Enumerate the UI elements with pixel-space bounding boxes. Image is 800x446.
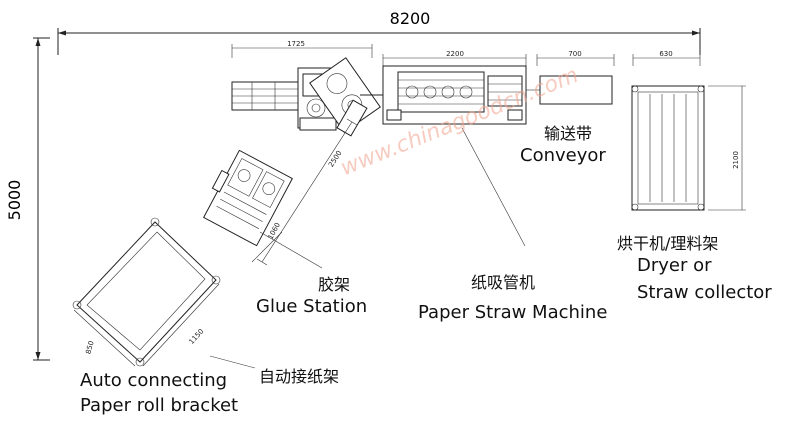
leader-lines [209,127,526,369]
bracket-label-cn: 自动接纸架 [259,367,339,386]
bracket-side-dimension: 850 [84,340,95,355]
glue-station: 1060 [202,149,294,263]
dryer-label-en-1: Dryer or [637,255,712,276]
dryer-width-dimension: 630 [659,50,672,58]
paper-straw-machine-dimension: 2200 [446,50,464,58]
bracket-label-en-2: Paper roll bracket [80,395,238,416]
conveyor: 700 [526,50,615,105]
bracket-label-en-1: Auto connecting [80,370,227,391]
total-length-label: 8200 [390,9,431,28]
dryer-length-dimension: 2100 [732,151,740,169]
paper-roll-bracket: 850 1150 [72,217,221,367]
paper-straw-label-cn: 纸吸管机 [471,273,535,292]
paper-straw-machine: 2200 [360,50,527,125]
total-length-dimension: 8200 [57,9,701,55]
glue-label-cn: 胶架 [318,275,350,294]
glue-link-dimension: 2500 [256,118,358,266]
total-width-label: 5000 [5,180,24,221]
glue-station-dimension: 1060 [267,221,282,240]
guide-section: 1725 [231,40,381,137]
total-width-dimension: 5000 [5,37,50,361]
paper-straw-label-en: Paper Straw Machine [418,302,607,323]
conveyor-label-cn: 输送带 [544,124,592,143]
conveyor-dimension: 700 [568,50,581,58]
dryer-label-cn: 烘干机/理料架 [617,234,718,253]
bracket-length-dimension: 1150 [188,327,206,346]
guide-section-dimension: 1725 [287,40,305,48]
dryer-collector: 630 2100 [631,50,746,211]
conveyor-label-en: Conveyor [520,145,606,166]
glue-label-en: Glue Station [256,296,367,317]
dryer-label-en-2: Straw collector [637,282,772,303]
